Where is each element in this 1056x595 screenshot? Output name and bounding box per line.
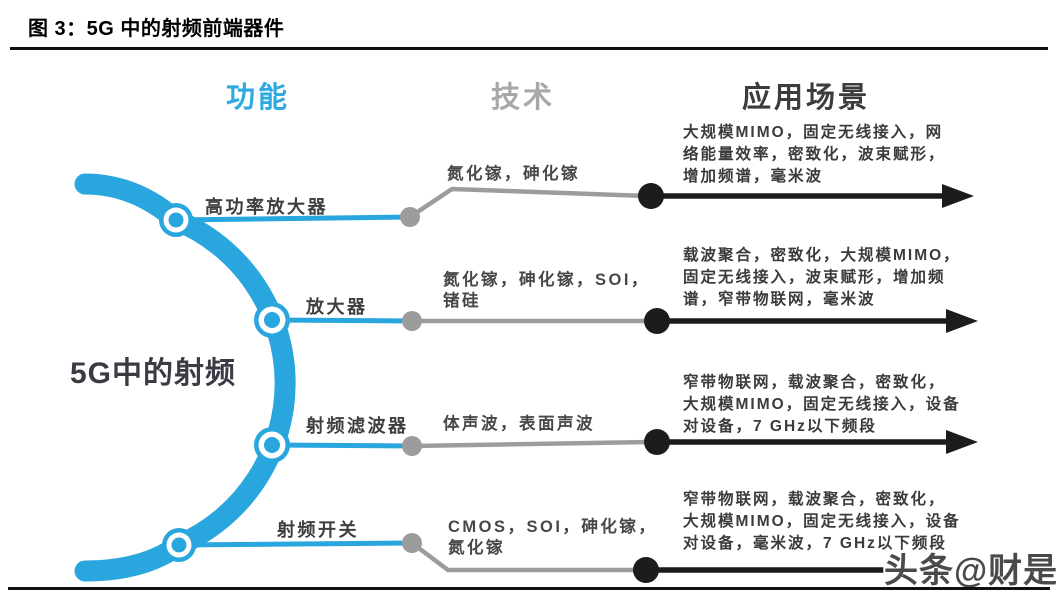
app-text-4: 窄带物联网，载波聚合，密致化， 大规模MIMO，固定无线接入，设备 对设备，毫米… (683, 489, 961, 555)
function-label-4: 射频开关 (277, 520, 359, 540)
bottom-rule (8, 587, 1050, 590)
app-text-4-line2: 大规模MIMO，固定无线接入，设备 (683, 513, 961, 530)
gray-dot-3 (402, 436, 422, 456)
title-rule (10, 47, 1048, 50)
figure-title: 图 3：5G 中的射频前端器件 (28, 18, 285, 40)
tech-label-2-line1: 氮化镓，砷化镓，SOI， (443, 271, 650, 289)
center-label: 5G中的射频 (70, 357, 237, 390)
gray-connector-3 (411, 439, 653, 449)
node-circle-3 (254, 427, 290, 463)
app-text-3-line1: 窄带物联网，载波聚合，密致化， (683, 374, 946, 391)
node-circle-4 (162, 528, 196, 562)
arrow-1 (651, 184, 974, 208)
gray-connector-4 (410, 541, 642, 573)
tech-label-1-line1: 氮化镓，砷化镓 (447, 165, 580, 183)
header-function: 功能 (225, 82, 290, 114)
app-text-2-line1: 载波聚合，密致化，大规模MIMO， (683, 247, 961, 264)
arrowhead-3 (946, 430, 978, 454)
app-text-1-line1: 大规模MIMO，固定无线接入，网 (683, 124, 944, 141)
gray-dot-1 (400, 207, 420, 227)
gray-connector-1 (408, 186, 649, 219)
app-text-4-line1: 窄带物联网，载波聚合，密致化， (683, 491, 946, 508)
blue-connector-1 (175, 214, 411, 223)
arrowhead-1 (942, 184, 974, 208)
app-text-1: 大规模MIMO，固定无线接入，网 络能量效率，密致化，波束赋形， 增加频谱，毫米… (683, 122, 946, 188)
blue-connector-4 (178, 540, 413, 548)
tech-label-2: 氮化镓，砷化镓，SOI， 锗硅 (443, 270, 650, 312)
app-text-2-line3: 谱，窄带物联网，毫米波 (683, 291, 876, 308)
app-text-4-line3: 对设备，毫米波，7 GHz以下频段 (683, 535, 947, 552)
app-text-3-line2: 大规模MIMO，固定无线接入，设备 (683, 396, 961, 413)
app-text-1-line3: 增加频谱，毫米波 (683, 168, 824, 185)
arrow-3 (657, 430, 978, 454)
function-label-1: 高功率放大器 (205, 197, 328, 217)
app-text-1-line2: 络能量效率，密致化，波束赋形， (683, 146, 946, 163)
blue-connector-3 (271, 442, 413, 449)
app-text-2-line2: 固定无线接入，波束赋形，增加频 (683, 269, 946, 286)
tech-label-4: CMOS，SOI，砷化镓， 氮化镓 (448, 517, 657, 559)
tech-label-2-line2: 锗硅 (443, 292, 481, 310)
tech-label-1: 氮化镓，砷化镓 (447, 164, 580, 185)
arrow-2 (657, 309, 978, 333)
app-text-3: 窄带物联网，载波聚合，密致化， 大规模MIMO，固定无线接入，设备 对设备，7 … (683, 372, 961, 438)
node-circle-1 (159, 203, 193, 237)
gray-dot-2 (402, 311, 422, 331)
gray-dot-4 (402, 533, 422, 553)
arrowhead-2 (946, 309, 978, 333)
tech-label-4-line2: 氮化镓 (448, 539, 505, 557)
tech-label-3-line1: 体声波，表面声波 (443, 415, 595, 433)
tech-label-3: 体声波，表面声波 (443, 414, 595, 435)
function-label-2: 放大器 (306, 297, 368, 317)
app-text-3-line3: 对设备，7 GHz以下频段 (683, 418, 877, 435)
tech-label-4-line1: CMOS，SOI，砷化镓， (448, 518, 658, 536)
watermark: 头条@财是 (884, 552, 1056, 590)
header-application: 应用场景 (741, 82, 870, 114)
app-text-2: 载波聚合，密致化，大规模MIMO， 固定无线接入，波束赋形，增加频 谱，窄带物联… (683, 245, 961, 311)
function-label-3: 射频滤波器 (306, 416, 409, 436)
node-circle-2 (254, 302, 290, 338)
blue-connector-2 (271, 317, 413, 324)
header-technology: 技术 (490, 82, 555, 114)
